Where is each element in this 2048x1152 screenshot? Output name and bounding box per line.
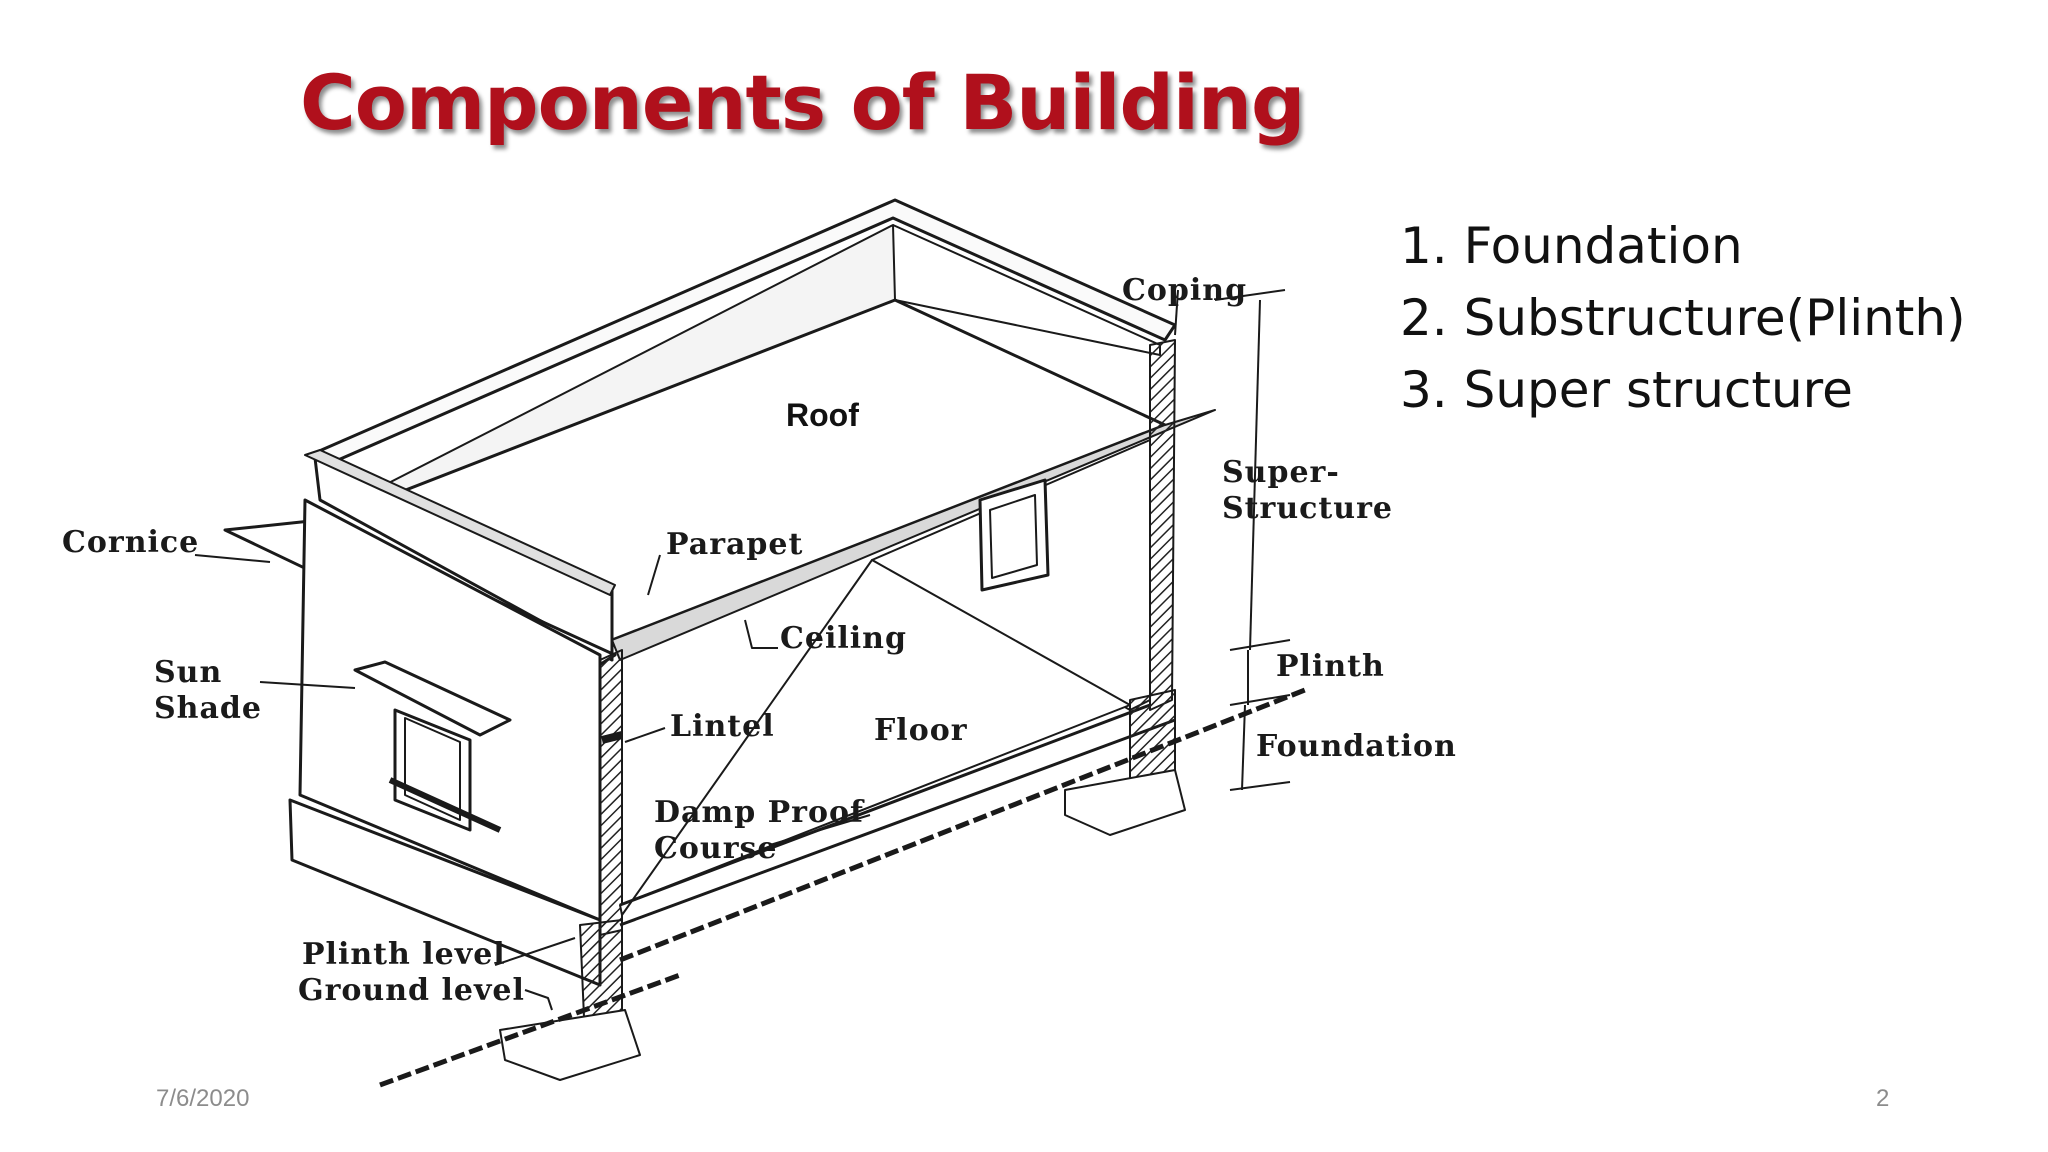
label-damp-proof: Damp Proof <box>654 795 865 830</box>
label-sun: Sun <box>154 655 222 690</box>
list-item: 2. Substructure(Plinth) <box>1400 282 1966 354</box>
ceiling-leader <box>745 620 778 648</box>
label-plinth-level: Plinth level <box>302 937 506 972</box>
label-super-structure-2: Structure <box>1222 491 1393 526</box>
label-super-structure-1: Super- <box>1222 455 1340 490</box>
slide-date: 7/6/2020 <box>156 1085 249 1113</box>
label-coping: Coping <box>1122 273 1247 308</box>
label-shade: Shade <box>154 691 262 726</box>
list-item: 3. Super structure <box>1400 354 1966 426</box>
slide-page-number: 2 <box>1876 1085 1889 1113</box>
front-wall-section <box>600 650 622 935</box>
list-item: 1. Foundation <box>1400 210 1966 282</box>
ground-level-leader <box>525 990 552 1010</box>
label-roof: Roof <box>786 397 859 433</box>
label-foundation: Foundation <box>1256 729 1457 764</box>
label-cornice: Cornice <box>62 525 199 560</box>
label-ground-level: Ground level <box>298 973 525 1008</box>
label-ceiling: Ceiling <box>780 621 907 656</box>
components-list: 1. Foundation 2. Substructure(Plinth) 3.… <box>1400 210 1966 426</box>
cornice-leader <box>195 555 270 562</box>
label-plinth: Plinth <box>1276 649 1385 684</box>
lintel-leader <box>625 728 665 742</box>
foundation-dim <box>1242 705 1245 790</box>
label-parapet: Parapet <box>666 527 803 562</box>
label-course: Course <box>654 831 777 866</box>
label-floor: Floor <box>874 713 968 748</box>
label-lintel: Lintel <box>670 709 775 744</box>
right-wall-section <box>1150 340 1175 710</box>
